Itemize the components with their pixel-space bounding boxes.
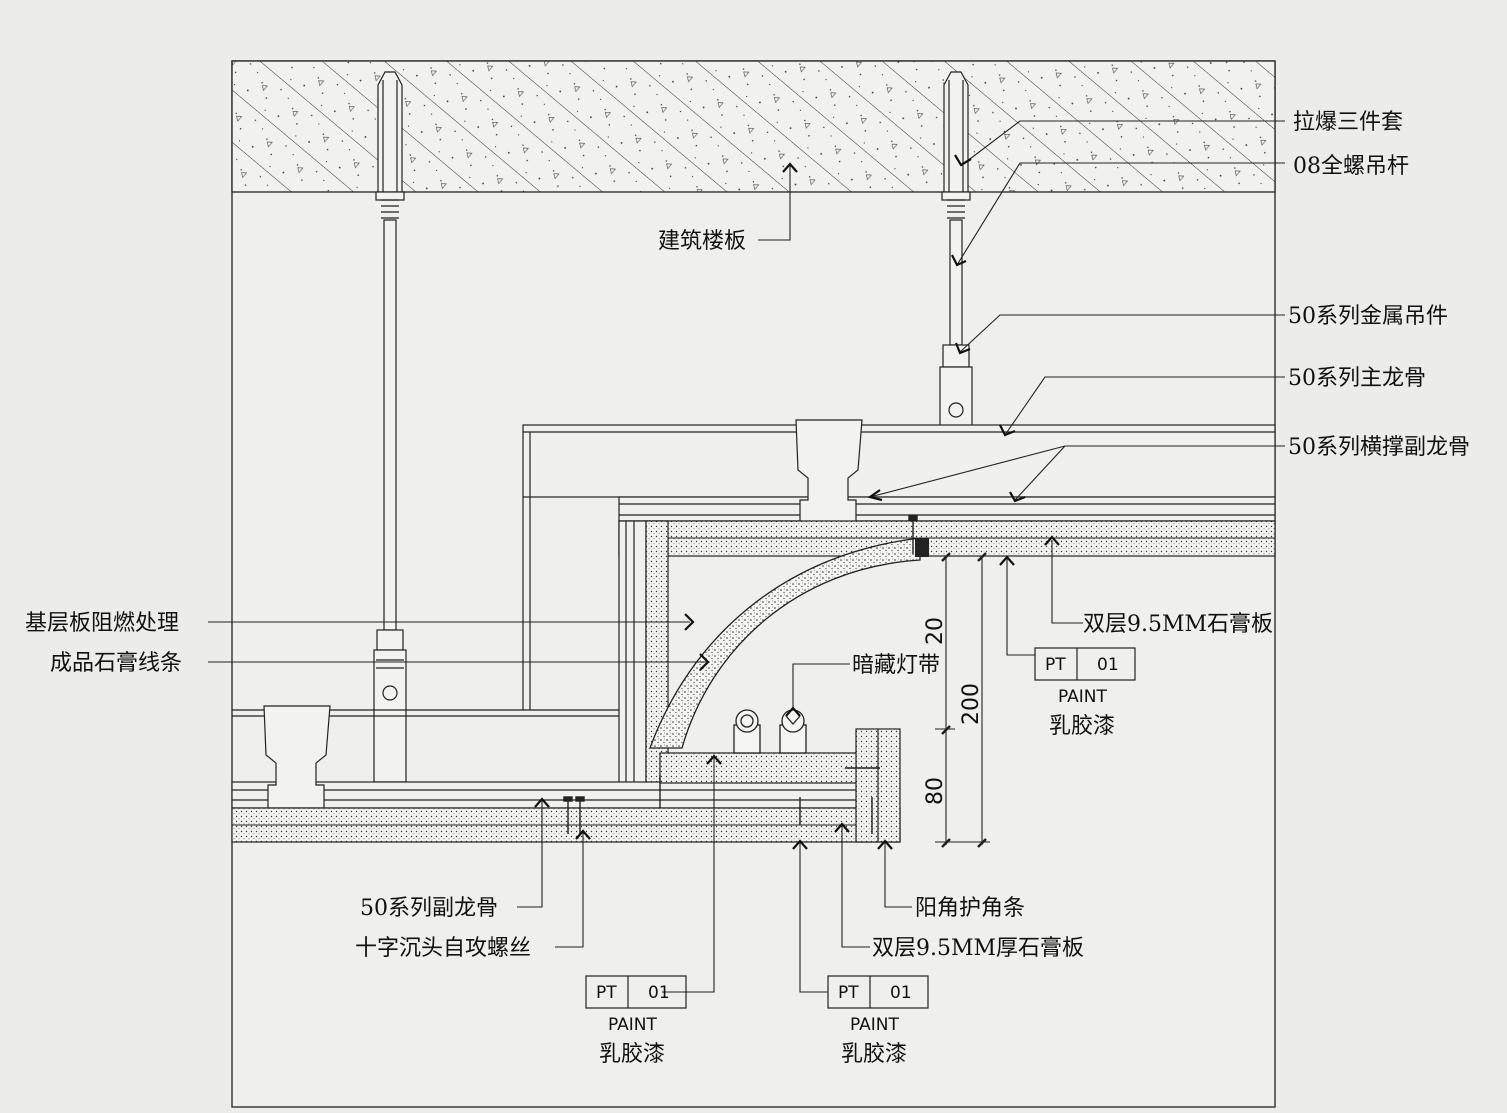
dimension-20: 20 bbox=[923, 617, 948, 645]
finish-tag-type: PAINT bbox=[850, 1015, 900, 1035]
finish-tag-number: 01 bbox=[1097, 655, 1119, 675]
finish-tag-name: 乳胶漆 bbox=[599, 1042, 665, 1067]
label-double-gypsum-right: 双层9.5MM石膏板 bbox=[1083, 612, 1273, 637]
label-sub-keel: 50系列副龙骨 bbox=[360, 896, 498, 921]
lower-keel-frame bbox=[231, 705, 861, 820]
upper-framework bbox=[522, 419, 1276, 710]
dimension-200: 200 bbox=[959, 683, 984, 725]
label-double-gypsum-bottom: 双层9.5MM厚石膏板 bbox=[872, 936, 1084, 961]
drawing-frame bbox=[231, 60, 1276, 1108]
finish-tag-name: 乳胶漆 bbox=[1049, 714, 1115, 739]
label-fire-retardant-base: 基层板阻燃处理 bbox=[25, 611, 179, 636]
label-cross-keel: 50系列横撑副龙骨 bbox=[1288, 435, 1470, 460]
finish-tag-type: PAINT bbox=[1058, 687, 1108, 707]
label-hidden-led-strip: 暗藏灯带 bbox=[852, 653, 940, 678]
label-building-slab: 建筑楼板 bbox=[658, 229, 746, 254]
label-main-keel: 50系列主龙骨 bbox=[1288, 366, 1426, 391]
label-countersunk-screw: 十字沉头自攻螺丝 bbox=[355, 936, 531, 961]
finish-tag-3: PT 01 PAINT 乳胶漆 bbox=[827, 975, 929, 1067]
concrete-slab bbox=[231, 60, 1276, 193]
finish-tag-code: PT bbox=[596, 983, 617, 1003]
finish-tag-number: 01 bbox=[890, 983, 912, 1003]
finish-tag-1: PT 01 PAINT 乳胶漆 bbox=[1034, 647, 1136, 739]
label-gypsum-molding: 成品石膏线条 bbox=[50, 651, 182, 676]
dimension-80: 80 bbox=[923, 777, 948, 805]
finish-tag-code: PT bbox=[838, 983, 859, 1003]
label-threaded-rod: 08全螺吊杆 bbox=[1293, 154, 1409, 179]
finish-tag-2: PT 01 PAINT 乳胶漆 bbox=[585, 975, 687, 1067]
led-fixtures bbox=[733, 709, 807, 754]
label-corner-guard: 阳角护角条 bbox=[915, 896, 1025, 921]
label-anchor-kit: 拉爆三件套 bbox=[1293, 110, 1403, 135]
finish-tag-code: PT bbox=[1045, 655, 1066, 675]
screws bbox=[563, 515, 918, 834]
finish-tag-type: PAINT bbox=[608, 1015, 658, 1035]
dimension-lines bbox=[935, 552, 990, 848]
finish-tag-name: 乳胶漆 bbox=[841, 1042, 907, 1067]
leader-lines bbox=[208, 120, 1285, 993]
light-trough bbox=[659, 728, 901, 843]
label-metal-hanger: 50系列金属吊件 bbox=[1288, 304, 1448, 329]
finish-tag-number: 01 bbox=[648, 983, 670, 1003]
leader-arrows bbox=[534, 154, 1060, 850]
